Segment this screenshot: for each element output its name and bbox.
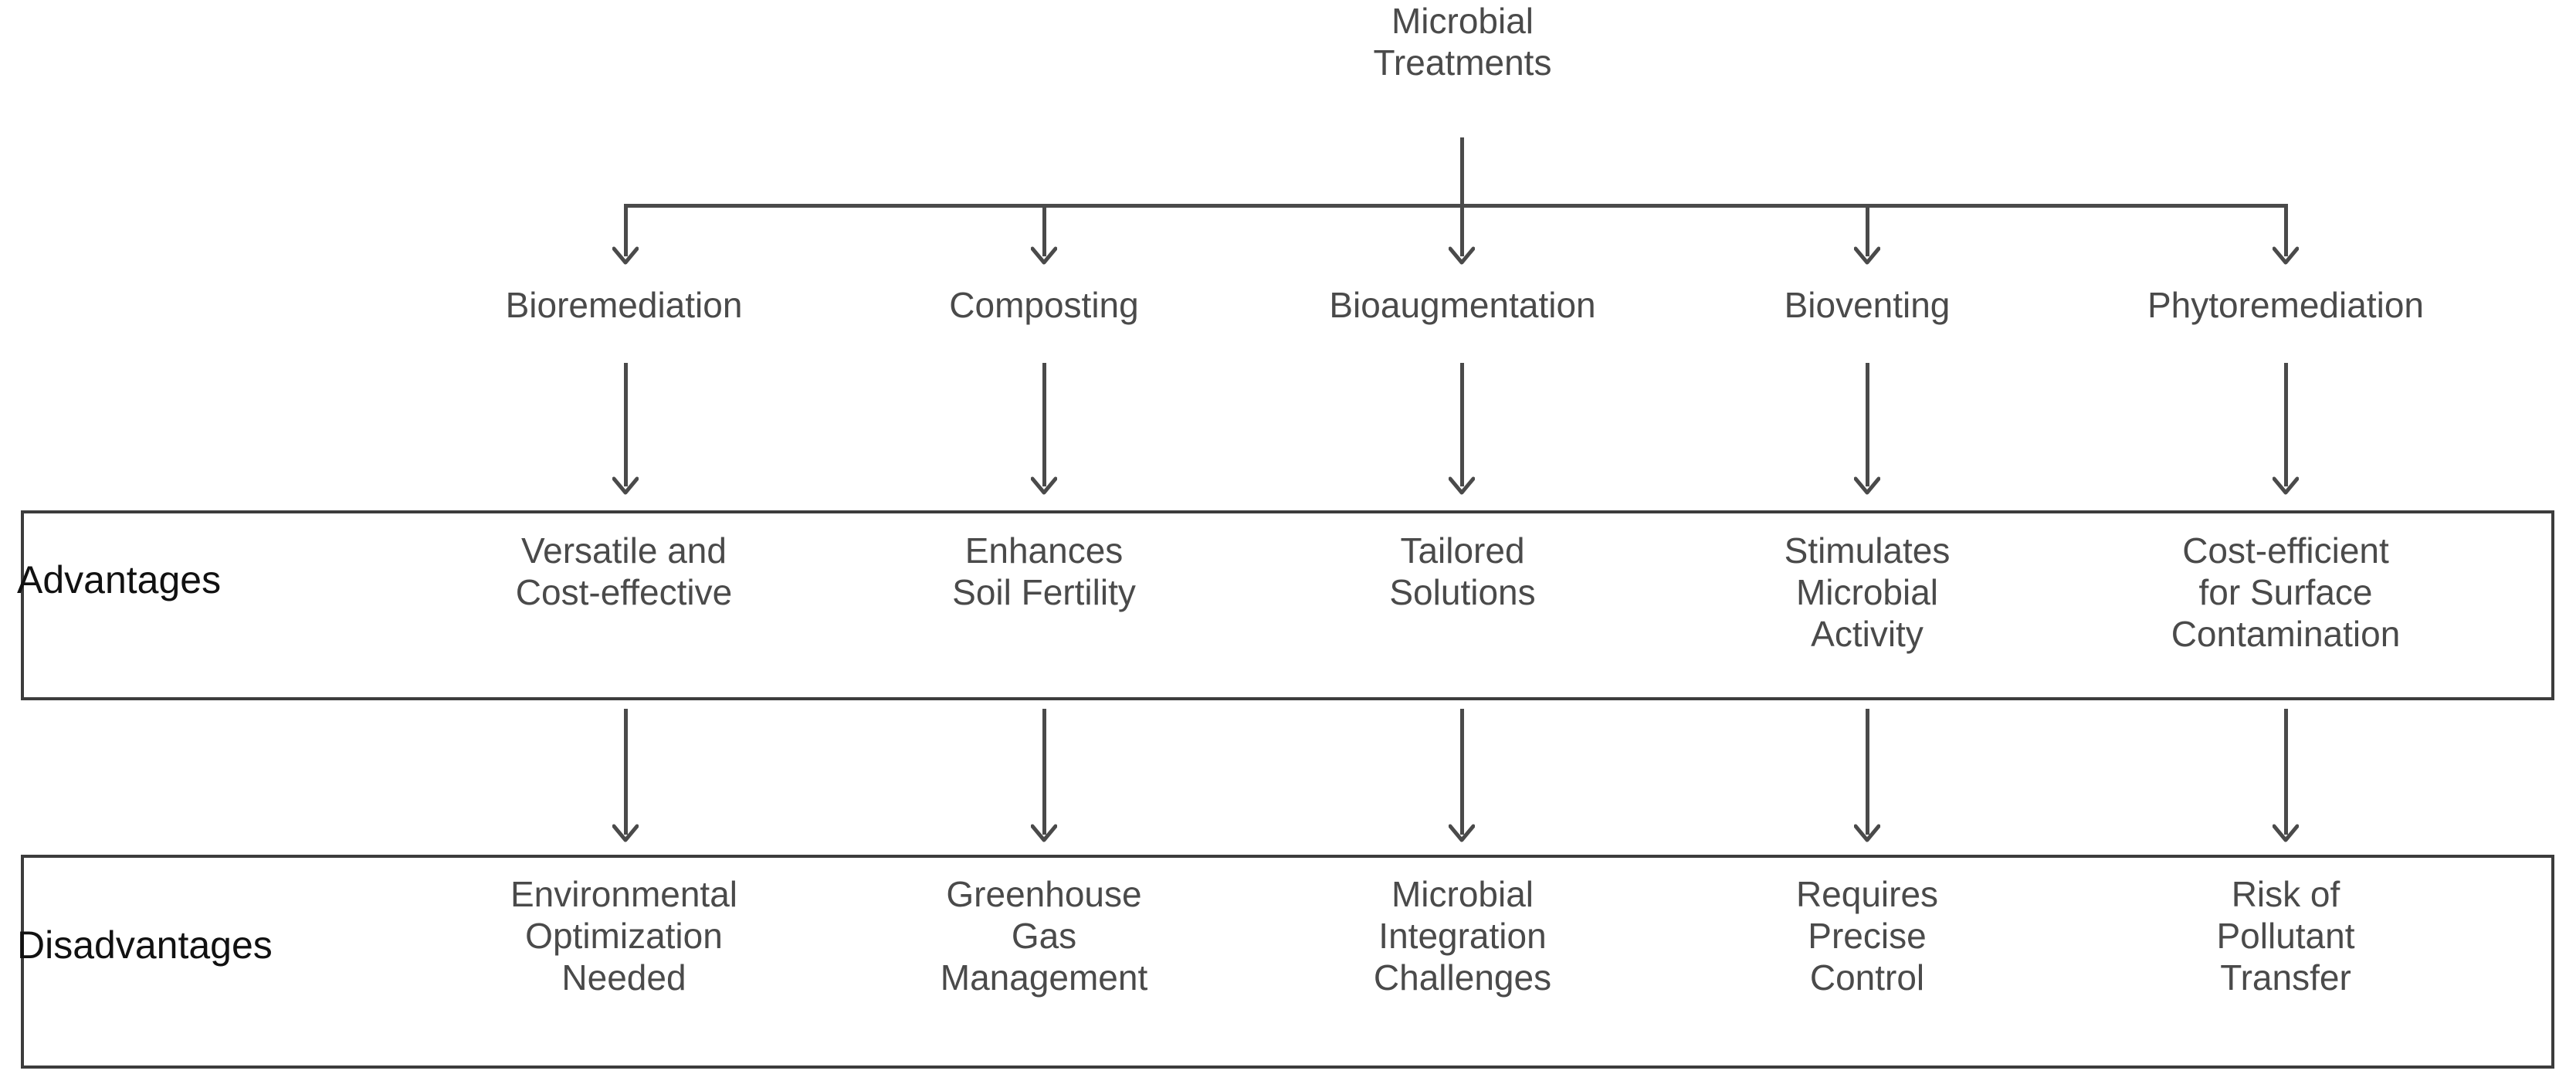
branch-arrow-3: [1449, 246, 1475, 272]
branch-arrow-1: [612, 246, 639, 272]
root-node-microbial-treatments: Microbial Treatments: [1373, 1, 1552, 83]
advantages-connector-3: [1460, 363, 1464, 486]
advantages-arrow-2: [1031, 476, 1057, 502]
disadvantages-arrow-3: [1449, 823, 1475, 849]
advantages-cell-bioaugmentation: Tailored Solutions: [1389, 530, 1536, 612]
row-label-advantages: Advantages: [17, 558, 222, 601]
disadvantages-arrow-1: [612, 823, 639, 849]
disadvantages-connector-4: [1866, 709, 1869, 835]
advantages-arrow-5: [2273, 476, 2299, 502]
branch-drop-connector-5: [2284, 204, 2288, 256]
disadvantages-cell-bioremediation: Environmental Optimization Needed: [510, 874, 738, 998]
advantages-arrow-3: [1449, 476, 1475, 502]
branch-node-phytoremediation: Phytoremediation: [2147, 285, 2424, 325]
disadvantages-arrow-4: [1854, 823, 1880, 849]
disadvantages-cell-bioventing: Requires Precise Control: [1795, 874, 1939, 998]
branch-arrow-5: [2273, 246, 2299, 272]
disadvantages-connector-2: [1042, 709, 1046, 835]
row-label-disadvantages: Disadvantages: [17, 923, 273, 967]
disadvantages-row-box: [21, 855, 2554, 1069]
disadvantages-arrow-2: [1031, 823, 1057, 849]
advantages-row-box: [21, 510, 2554, 700]
advantages-arrow-1: [612, 476, 639, 502]
disadvantages-cell-bioaugmentation: Microbial Integration Challenges: [1373, 874, 1552, 998]
branch-arrow-4: [1854, 246, 1880, 272]
branch-drop-connector-1: [624, 204, 628, 256]
advantages-arrow-4: [1854, 476, 1880, 502]
disadvantages-cell-phytoremediation: Risk of Pollutant Transfer: [2216, 874, 2355, 998]
disadvantages-connector-1: [624, 709, 628, 835]
disadvantages-connector-3: [1460, 709, 1464, 835]
advantages-cell-composting: Enhances Soil Fertility: [952, 530, 1136, 612]
advantages-connector-5: [2284, 363, 2288, 486]
advantages-connector-2: [1042, 363, 1046, 486]
disadvantages-connector-5: [2284, 709, 2288, 835]
advantages-cell-phytoremediation: Cost-efficient for Surface Contamination: [2171, 530, 2401, 654]
disadvantages-arrow-5: [2273, 823, 2299, 849]
branch-node-bioremediation: Bioremediation: [505, 285, 743, 325]
root-stem-connector: [1460, 137, 1464, 207]
branch-node-composting: Composting: [949, 285, 1139, 325]
advantages-connector-1: [624, 363, 628, 486]
branch-bus-connector: [625, 204, 2288, 208]
branch-drop-connector-3: [1460, 204, 1464, 256]
advantages-cell-bioventing: Stimulates Microbial Activity: [1784, 530, 1951, 654]
branch-arrow-2: [1031, 246, 1057, 272]
branch-node-bioventing: Bioventing: [1784, 285, 1951, 325]
advantages-cell-bioremediation: Versatile and Cost-effective: [515, 530, 733, 612]
advantages-connector-4: [1866, 363, 1869, 486]
branch-node-bioaugmentation: Bioaugmentation: [1329, 285, 1596, 325]
disadvantages-cell-composting: Greenhouse Gas Management: [940, 874, 1148, 998]
branch-drop-connector-2: [1042, 204, 1046, 256]
branch-drop-connector-4: [1866, 204, 1869, 256]
